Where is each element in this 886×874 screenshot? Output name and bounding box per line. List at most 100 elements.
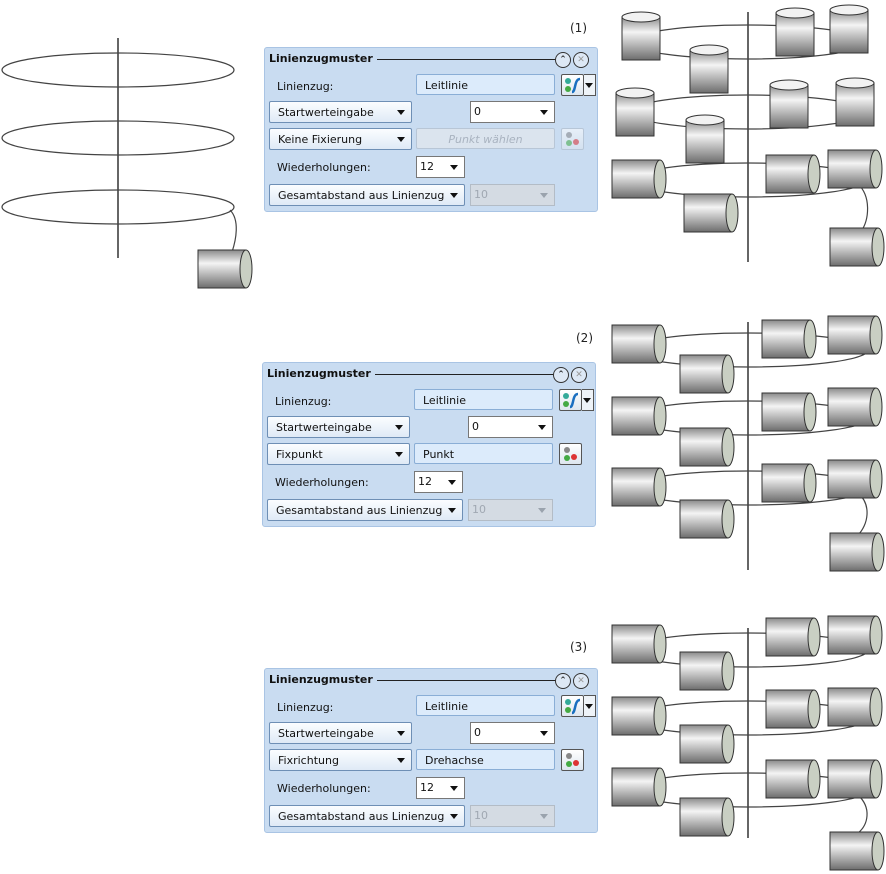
cylinder-body [827,149,877,189]
curve-select-dropdown[interactable] [582,389,594,411]
cylinder-cap [871,532,885,572]
cylinder-cap [835,77,875,89]
cylinder-cap [869,687,883,727]
close-icon[interactable]: ✕ [573,52,589,68]
curve-select-dropdown[interactable] [584,695,596,717]
helix-path [859,185,869,233]
cylinder-body [765,154,815,194]
distance-mode-select[interactable]: Gesamtabstand aus Linienzug [269,805,465,827]
pick-icon[interactable] [561,128,584,150]
cylinder-body [689,49,729,94]
cylinder-body [761,463,811,503]
cylinder-body [679,797,729,837]
cylinder-body [615,92,655,137]
linienzug-field[interactable]: Leitlinie [416,74,555,95]
linienzug-label: Linienzug: [277,701,334,714]
helix-path [857,794,868,834]
cylinder-cap [725,193,739,233]
repetitions-label: Wiederholungen: [277,161,371,174]
cylinder-cap [829,4,869,16]
fix-mode-select[interactable]: Fixrichtung [269,749,412,771]
linienzug-field[interactable]: Leitlinie [414,389,553,410]
cylinder-body [611,767,661,807]
cylinder-cap [721,354,735,394]
cylinder-body [197,249,247,289]
cylinder-body [829,532,879,572]
linienzug-field[interactable]: Leitlinie [416,695,555,716]
cylinder-body [679,354,729,394]
linienzug-label: Linienzug: [277,80,334,93]
figure-label-1: (1) [570,21,587,35]
cylinder-body [679,651,729,691]
repetitions-combo[interactable]: 12 [414,471,463,493]
cylinder-body [765,617,815,657]
title-divider [273,680,557,681]
start-mode-select[interactable]: Startwerteingabe [269,101,412,123]
cylinder-cap [621,11,661,23]
cylinder-body [835,82,875,127]
fix-mode-select[interactable]: Fixpunkt [267,443,410,465]
curve-select-icon[interactable] [561,74,584,96]
close-icon[interactable]: ✕ [571,367,587,383]
cylinder-body [611,467,661,507]
fix-value-field[interactable]: Drehachse [416,749,555,770]
cylinder-cap [653,396,667,436]
start-value-combo[interactable]: 0 [470,722,555,744]
cylinder-body [827,615,877,655]
start-mode-select[interactable]: Startwerteingabe [267,416,410,438]
pick-icon[interactable] [561,749,584,771]
repetitions-label: Wiederholungen: [277,782,371,795]
cylinder-body [611,624,661,664]
fix-mode-select[interactable]: Keine Fixierung [269,128,412,150]
panel-title: Linienzugmuster [267,367,375,380]
cylinder-cap [653,324,667,364]
cylinder-body [679,427,729,467]
curve-select-icon[interactable] [561,695,584,717]
cylinder-cap [807,617,821,657]
cylinder-body [761,319,811,359]
curve-select-dropdown[interactable] [584,74,596,96]
cylinder-cap [615,87,655,99]
distance-value-combo[interactable]: 10 [468,499,553,521]
distance-mode-select[interactable]: Gesamtabstand aus Linienzug [267,499,463,521]
helix-path [1,52,235,88]
cylinder-cap [869,387,883,427]
cylinder-body [827,315,877,355]
cylinder-body [611,396,661,436]
fix-value-field[interactable]: Punkt wählen [416,128,555,149]
curve-select-icon[interactable] [559,389,582,411]
cylinder-cap [869,459,883,499]
fix-value-field[interactable]: Punkt [414,443,553,464]
collapse-icon[interactable]: ⌃ [555,673,571,689]
cylinder-body [827,687,877,727]
title-divider [271,374,555,375]
cylinder-body [827,759,877,799]
start-value-combo[interactable]: 0 [468,416,553,438]
cylinder-cap [689,44,729,56]
collapse-icon[interactable]: ⌃ [553,367,569,383]
pick-icon[interactable] [559,443,582,465]
cylinder-cap [721,797,735,837]
cylinder-body [769,84,809,129]
linienzugmuster-panel-2: Linienzugmuster ⌃ ✕ Linienzug: Leitlinie… [262,362,596,527]
distance-mode-select[interactable]: Gesamtabstand aus Linienzug [269,184,465,206]
helix-path [857,492,868,536]
cylinder-body [679,499,729,539]
cylinder-body [765,689,815,729]
close-icon[interactable]: ✕ [573,673,589,689]
cylinder-cap [721,724,735,764]
distance-value-combo[interactable]: 10 [470,184,555,206]
distance-value-combo[interactable]: 10 [470,805,555,827]
collapse-icon[interactable]: ⌃ [555,52,571,68]
cylinder-cap [869,759,883,799]
cylinder-body [611,324,661,364]
cylinder-cap [871,831,885,871]
cylinder-body [827,387,877,427]
cylinder-cap [653,624,667,664]
repetitions-combo[interactable]: 12 [416,777,465,799]
start-mode-select[interactable]: Startwerteingabe [269,722,412,744]
linienzugmuster-panel-3: Linienzugmuster ⌃ ✕ Linienzug: Leitlinie… [264,668,598,833]
start-value-combo[interactable]: 0 [470,101,555,123]
repetitions-combo[interactable]: 12 [416,156,465,178]
